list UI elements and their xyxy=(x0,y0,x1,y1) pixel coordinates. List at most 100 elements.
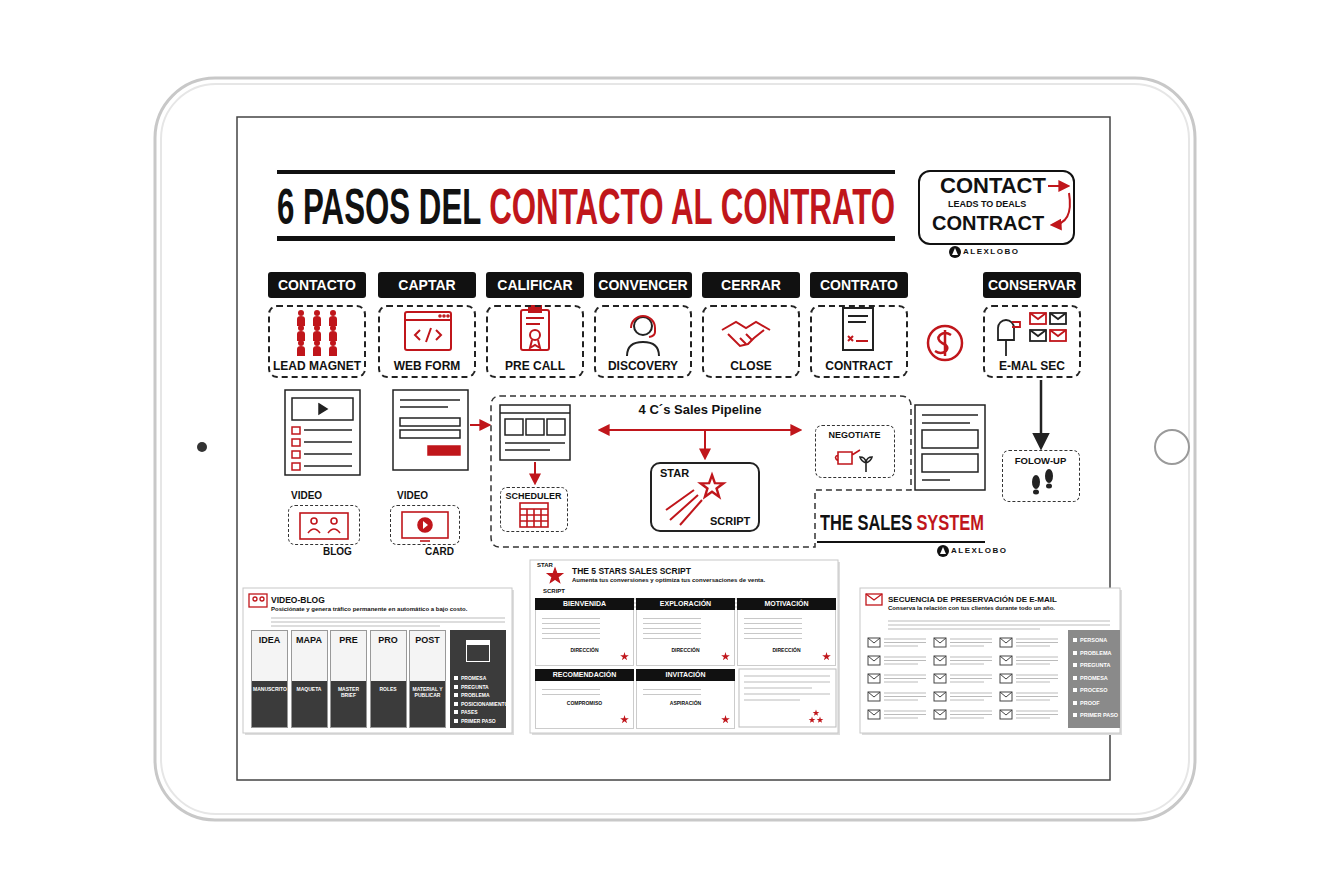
mail-icon xyxy=(1050,330,1066,336)
headset-icon xyxy=(634,317,652,335)
node-heading: PROMESA xyxy=(454,674,512,682)
tablet-frame xyxy=(155,78,1195,820)
checklist-panel: PROMESAPREGUNTAPROBLEMAPOSICIONAMIENTOPA… xyxy=(450,630,506,728)
headset-icon xyxy=(649,328,655,337)
pipeline-arrows xyxy=(704,430,706,458)
headset-icon xyxy=(631,316,655,328)
watering-icon xyxy=(860,457,872,472)
footprints-icon xyxy=(1046,484,1052,489)
title: 6 PASOS DELCONTACTO AL CONTRATO xyxy=(277,182,895,232)
contract-icon xyxy=(848,321,866,323)
dollar-icon xyxy=(944,330,947,356)
web-form-icon xyxy=(405,319,451,321)
envelope-grid xyxy=(868,674,880,683)
pipeline-screen xyxy=(500,405,570,460)
text-lines xyxy=(643,685,701,697)
node-text: CONTRACT xyxy=(812,359,906,373)
envelope-grid xyxy=(868,710,880,719)
form-mockup xyxy=(428,446,460,455)
clipboard-icon xyxy=(526,323,540,325)
node-heading: MOTIVACIÓN xyxy=(737,598,836,610)
sales-script-sheet: BIENVENIDADIRECCIÓNEXPLORACIÓNDIRECCIÓNM… xyxy=(530,560,838,733)
sheet-icons xyxy=(547,568,562,582)
envelope-grid xyxy=(1000,710,1012,715)
mail-icon xyxy=(1030,313,1046,319)
negotiate-box: NEGOTIATE xyxy=(815,425,895,478)
watering-icon xyxy=(836,450,861,464)
sheet-icons xyxy=(253,597,257,601)
mail-icon xyxy=(998,320,1014,340)
form-mockup xyxy=(393,390,468,470)
checklist-panel: PERSONAPROBLEMAPREGUNTAPROMESAPROCESOPRO… xyxy=(1068,630,1120,728)
envelope-grid xyxy=(868,656,880,665)
video-blog-icon xyxy=(331,518,337,524)
node-text: PASES xyxy=(454,708,512,716)
envelope-grid xyxy=(934,656,946,661)
contract-icon xyxy=(856,340,868,342)
logo-arrows xyxy=(1048,185,1068,187)
node-text: BLOG xyxy=(323,546,352,558)
envelope-grid xyxy=(1000,692,1012,701)
calendar-icon xyxy=(520,503,548,527)
star-mark xyxy=(620,715,629,724)
node-heading: IDEA xyxy=(252,635,287,646)
mail-icon xyxy=(1050,313,1066,324)
envelope-grid xyxy=(934,656,946,665)
shooting-star-icon xyxy=(701,475,724,497)
title-rules xyxy=(277,170,895,241)
node-text: PRIMER PASO xyxy=(454,717,512,725)
brand-mark xyxy=(940,547,946,554)
pipeline-screen xyxy=(505,442,565,444)
page-mockup xyxy=(304,465,352,467)
title-text: SYSTEM xyxy=(916,512,984,534)
web-form-icon xyxy=(415,328,441,342)
contract-mockup xyxy=(915,405,985,490)
contract-mockup xyxy=(922,479,950,481)
node-text: SCRIPT xyxy=(710,515,750,528)
envelope-grid xyxy=(868,656,880,661)
envelope-grid xyxy=(950,711,992,718)
stage-column: MAPAMAQUETA xyxy=(291,630,328,728)
envelope-grid xyxy=(1000,656,1012,661)
watering-icon xyxy=(836,450,873,472)
stage-column: IDEAMANUSCRITO xyxy=(251,630,288,728)
video-blog-icon xyxy=(300,513,348,539)
form-mockup xyxy=(400,418,460,426)
node-heading: FOLOW-UP xyxy=(1003,455,1078,466)
node-heading: CONTACT xyxy=(940,175,1046,197)
connector-arrow xyxy=(1040,380,1043,447)
envelope-grid xyxy=(1016,711,1058,718)
node-text: PRIMER PASO xyxy=(1073,711,1127,719)
node-text: MAQUETA xyxy=(293,686,326,692)
contract-icon xyxy=(848,315,868,317)
contract-mockup xyxy=(922,430,978,448)
people-icon xyxy=(329,340,337,356)
video-box: VIDEOCARD xyxy=(390,505,460,545)
text-lines xyxy=(744,614,802,642)
node-heading: SCHEDULER xyxy=(501,491,566,502)
handshake-icon xyxy=(722,322,770,346)
clipboard-icon xyxy=(526,317,544,319)
envelope-grid xyxy=(868,638,880,643)
video-card-icon xyxy=(420,540,430,542)
headset-icon xyxy=(627,316,659,356)
pipeline-arrows xyxy=(600,429,800,431)
star-mark xyxy=(620,652,629,661)
footprints-icon xyxy=(1045,469,1053,483)
video-card-icon xyxy=(402,512,448,538)
pipeline-screen xyxy=(505,449,550,451)
clapper-icon xyxy=(466,640,490,662)
node-text: LEADS TO DEALS xyxy=(948,200,1026,209)
node-text: Posiciónate y genera tráfico permanente … xyxy=(271,606,506,613)
node-heading: CONSERVAR xyxy=(983,272,1081,298)
script-step-card: BIENVENIDADIRECCIÓN xyxy=(535,598,634,666)
node-text: ASPIRACIÓN xyxy=(637,700,734,706)
script-thumbnail xyxy=(739,669,836,727)
page-mockup xyxy=(292,463,300,470)
envelope-grid xyxy=(868,674,880,679)
pipeline-arrows xyxy=(535,430,800,483)
people-icon xyxy=(329,325,337,341)
logo-badge: CONTACTLEADS TO DEALSCONTRACT xyxy=(918,170,1075,245)
envelope-grid xyxy=(1016,693,1058,700)
